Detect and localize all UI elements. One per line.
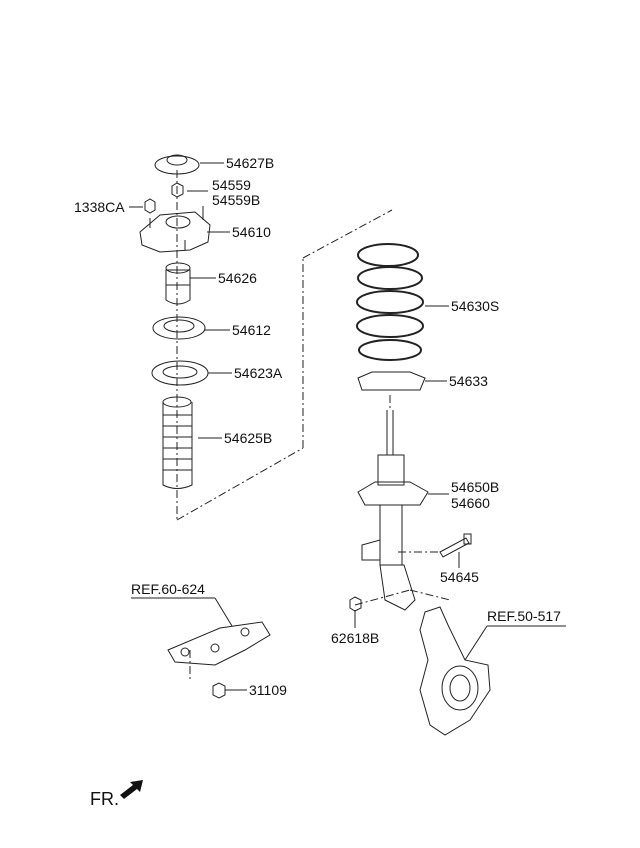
part-54559-nut [171, 182, 184, 198]
leader-lines [129, 162, 566, 691]
label-54559B: 54559B [212, 192, 261, 208]
label-54610: 54610 [232, 224, 271, 240]
part-54612-bearing [152, 316, 206, 340]
label-31109: 31109 [249, 682, 287, 698]
part-54625B-dust-boot [162, 396, 193, 489]
part-54650B-strut [357, 410, 429, 611]
ref-60-624-link[interactable]: REF.60-624 [131, 581, 205, 597]
part-54610-mount [139, 206, 211, 253]
part-54626-bumpstop [165, 262, 191, 305]
label-54627B: 54627B [226, 155, 275, 171]
front-arrow-icon [120, 780, 143, 799]
label-54623A: 54623A [234, 365, 283, 381]
label-54630S: 54630S [451, 298, 500, 314]
part-54627B-cap [154, 154, 200, 175]
ref-50-517-knuckle [419, 606, 491, 736]
part-1338CA-nut [144, 198, 156, 214]
part-31109-nut [212, 682, 226, 699]
part-54630S-coil-spring [356, 243, 424, 361]
part-54623A-pad [151, 360, 209, 386]
front-direction-label: FR. [90, 789, 119, 809]
label-54559: 54559 [212, 177, 251, 193]
label-62618B: 62618B [331, 630, 380, 646]
dashed-assembly-lines [176, 170, 451, 680]
label-54633: 54633 [449, 373, 488, 389]
label-54612: 54612 [232, 322, 271, 338]
ref-60-624-bracket [167, 621, 271, 666]
label-54650B: 54650B [451, 479, 500, 495]
label-54626: 54626 [218, 270, 257, 286]
label-54645: 54645 [440, 569, 479, 585]
part-54633-lower-pad [357, 371, 426, 391]
ref-50-517-link[interactable]: REF.50-517 [487, 608, 561, 624]
label-54660: 54660 [451, 495, 490, 511]
label-1338CA: 1338CA [74, 199, 125, 215]
part-62618B-nut [349, 596, 362, 612]
part-54645-bolt [439, 533, 472, 558]
label-54625B: 54625B [224, 430, 273, 446]
